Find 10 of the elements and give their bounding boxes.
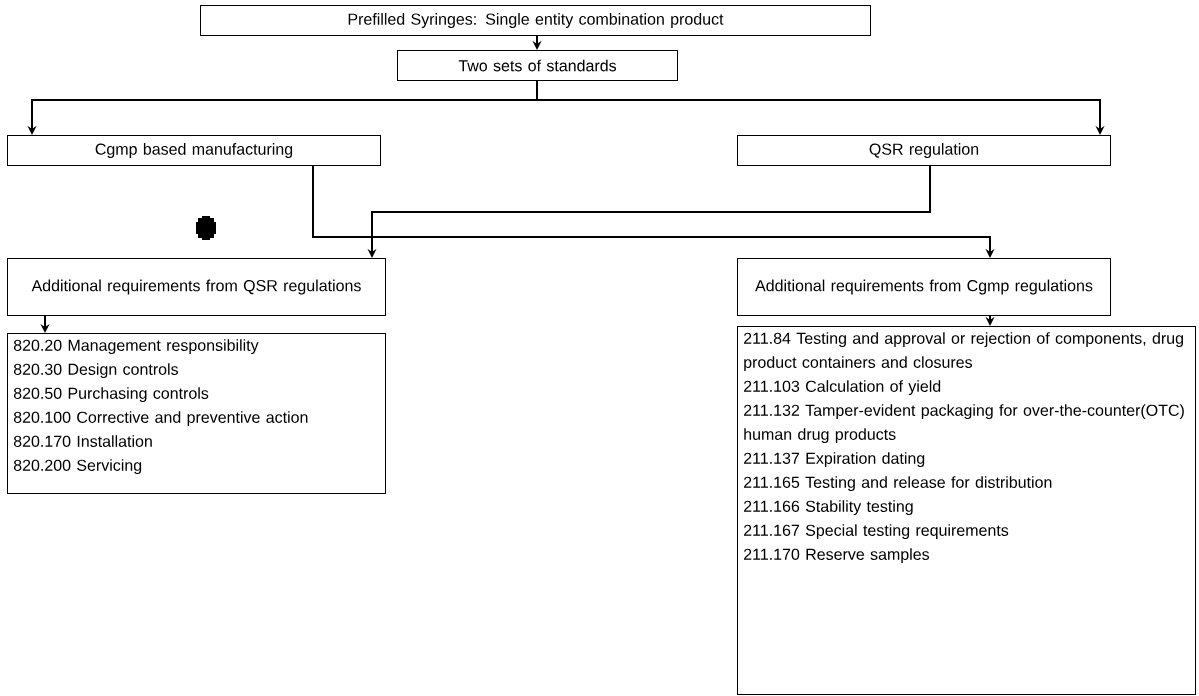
process-box: Prefilled Syringes: Single entity combination product xyxy=(200,5,871,36)
process-box: Additional requirements from Cgmp regulations xyxy=(737,258,1111,316)
process-box: QSR regulation xyxy=(737,135,1111,166)
process-box: Additional requirements from QSR regulations xyxy=(7,258,386,316)
list-box: 211.84 Testing and approval or rejection of components, drug product containers and closures 211.103 Calculation of yield 211.132 Tamper-evident packaging for over-the-counter(OTC) human drug products 211.137 Expiration dating 211.165 Testing and release for distribution 211.166 Stability testing 211.167 Special testing requirements 211.170 Reserve samples xyxy=(737,326,1196,695)
list-box: 820.20 Management responsibility 820.30 Design controls 820.50 Purchasing controls 820.100 Corrective and preventive action 820.170 Installation 820.200 Servicing xyxy=(7,333,386,494)
process-box: Cgmp based manufacturing xyxy=(7,135,381,166)
arrow xyxy=(536,80,1105,135)
process-box: Two sets of standards xyxy=(397,50,678,81)
arrow xyxy=(312,165,995,258)
